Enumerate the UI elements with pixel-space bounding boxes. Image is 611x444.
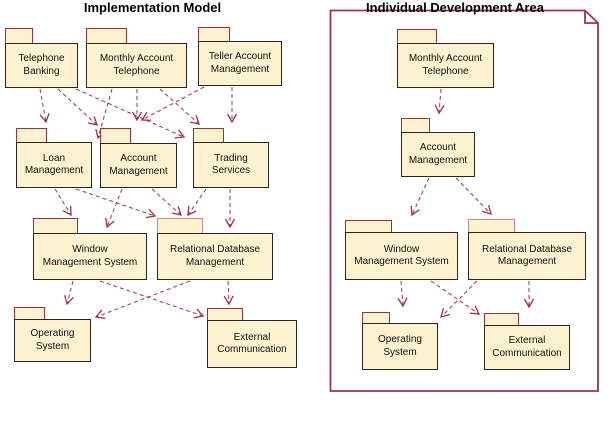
dependency-arrow-relational-database-management-to-external-communication <box>223 280 234 306</box>
package-tab-icon <box>207 308 243 320</box>
dependency-arrow-telephone-banking-to-loan-management <box>39 88 50 124</box>
package-body: Monthly Account Telephone <box>397 43 494 88</box>
package-account-management[interactable]: Account Management <box>100 128 179 190</box>
package-body: Relational Database Management <box>468 232 586 280</box>
package-relational-database-management-2[interactable]: Relational Database Management <box>468 219 588 282</box>
package-window-management-system[interactable]: Window Management System <box>33 218 149 282</box>
individual-development-area-frame <box>329 9 599 392</box>
dependency-arrow-loan-management-to-relational-database-management <box>75 188 157 219</box>
package-body: Telephone Banking <box>5 43 78 88</box>
package-relational-database-management[interactable]: Relational Database Management <box>157 218 275 282</box>
package-tab-icon <box>397 29 437 43</box>
package-tab-icon <box>14 307 45 319</box>
dependency-arrow-monthly-account-telephone-2-to-account-management-2 <box>434 88 445 115</box>
package-label: Monthly Account Telephone <box>99 53 174 77</box>
package-label: Window Management System <box>42 244 138 268</box>
package-tab-icon <box>198 27 230 41</box>
package-operating-system-2[interactable]: Operating System <box>362 312 440 372</box>
package-label: Operating System <box>378 334 422 358</box>
package-teller-account-management[interactable]: Teller Account Management <box>198 27 284 88</box>
package-body: External Communication <box>207 320 297 368</box>
package-label: Account Management <box>408 142 468 166</box>
package-tab-icon <box>100 128 131 143</box>
dependency-arrow-teller-account-management-to-account-management <box>140 86 205 121</box>
dependency-arrow-window-management-system-to-external-communication <box>99 280 205 319</box>
package-label: Telephone Banking <box>18 53 65 77</box>
package-label: Trading Services <box>211 152 251 177</box>
package-body: Teller Account Management <box>198 41 282 86</box>
package-body: Trading Services <box>193 142 269 188</box>
dependency-arrow-relational-database-management-to-operating-system <box>94 280 191 319</box>
package-label: External Communication <box>492 335 562 359</box>
package-operating-system[interactable]: Operating System <box>14 307 93 364</box>
dependency-arrow-monthly-account-telephone-to-trading-services <box>159 88 200 125</box>
package-body: Monthly Account Telephone <box>86 43 187 88</box>
package-tab-icon <box>345 220 392 232</box>
dependency-arrow-window-management-system-to-operating-system <box>64 280 74 306</box>
package-label: Loan Management <box>24 152 84 177</box>
package-body: Account Management <box>100 143 177 188</box>
package-telephone-banking[interactable]: Telephone Banking <box>5 28 80 90</box>
package-label: Window Management System <box>354 243 449 268</box>
package-tab-icon <box>468 219 515 232</box>
package-trading-services[interactable]: Trading Services <box>193 128 271 190</box>
package-body: Window Management System <box>33 233 147 280</box>
package-tab-icon <box>86 28 127 43</box>
dependency-arrow-account-management-2-to-relational-database-management-2 <box>455 177 492 215</box>
package-external-communication[interactable]: External Communication <box>207 308 299 370</box>
package-external-communication-2[interactable]: External Communication <box>484 313 572 372</box>
package-body: Account Management <box>401 132 475 177</box>
dependency-arrow-loan-management-to-window-management-system <box>54 188 72 217</box>
package-tab-icon <box>401 118 430 132</box>
package-body: Relational Database Management <box>157 233 273 280</box>
dependency-arrow-account-management-to-relational-database-management <box>151 188 182 216</box>
package-body: Window Management System <box>345 232 458 280</box>
package-body: Loan Management <box>16 142 92 188</box>
package-body: Operating System <box>14 319 91 362</box>
package-tab-icon <box>157 218 203 233</box>
package-label: Relational Database Management <box>169 244 261 268</box>
package-tab-icon <box>5 28 33 43</box>
dependency-arrow-relational-database-management-2-to-operating-system-2 <box>440 280 478 318</box>
dependency-arrow-trading-services-to-relational-database-management <box>187 188 207 217</box>
package-tab-icon <box>362 312 390 323</box>
caption-individual-development-area: Individual Development Area <box>366 0 544 15</box>
dependency-arrow-window-management-system-2-to-external-communication-2 <box>430 280 481 315</box>
package-monthly-account-telephone[interactable]: Monthly Account Telephone <box>86 28 189 90</box>
package-label: Operating System <box>30 328 75 352</box>
dependency-arrow-window-management-system-2-to-operating-system-2 <box>397 280 408 308</box>
caption-implementation-model: Implementation Model <box>83 0 222 15</box>
dependency-arrow-telephone-banking-to-trading-services <box>75 88 186 139</box>
package-body: Operating System <box>362 323 438 370</box>
package-tab-icon <box>33 218 78 233</box>
package-monthly-account-telephone-2[interactable]: Monthly Account Telephone <box>397 29 496 90</box>
package-loan-management[interactable]: Loan Management <box>16 128 94 190</box>
package-label: External Communication <box>217 331 287 356</box>
package-tab-icon <box>193 128 224 142</box>
package-tab-icon <box>16 128 47 142</box>
package-label: Monthly Account Telephone <box>408 53 483 77</box>
package-tab-icon <box>484 313 519 325</box>
package-account-management-2[interactable]: Account Management <box>401 118 477 179</box>
package-label: Account Management <box>109 153 168 177</box>
package-label: Teller Account Management <box>208 51 272 75</box>
package-window-management-system-2[interactable]: Window Management System <box>345 220 460 282</box>
package-body: External Communication <box>484 325 570 370</box>
dependency-arrow-account-management-2-to-window-management-system-2 <box>410 177 430 217</box>
dependency-arrow-telephone-banking-to-account-management <box>57 88 98 126</box>
package-label: Relational Database Management <box>481 243 573 268</box>
